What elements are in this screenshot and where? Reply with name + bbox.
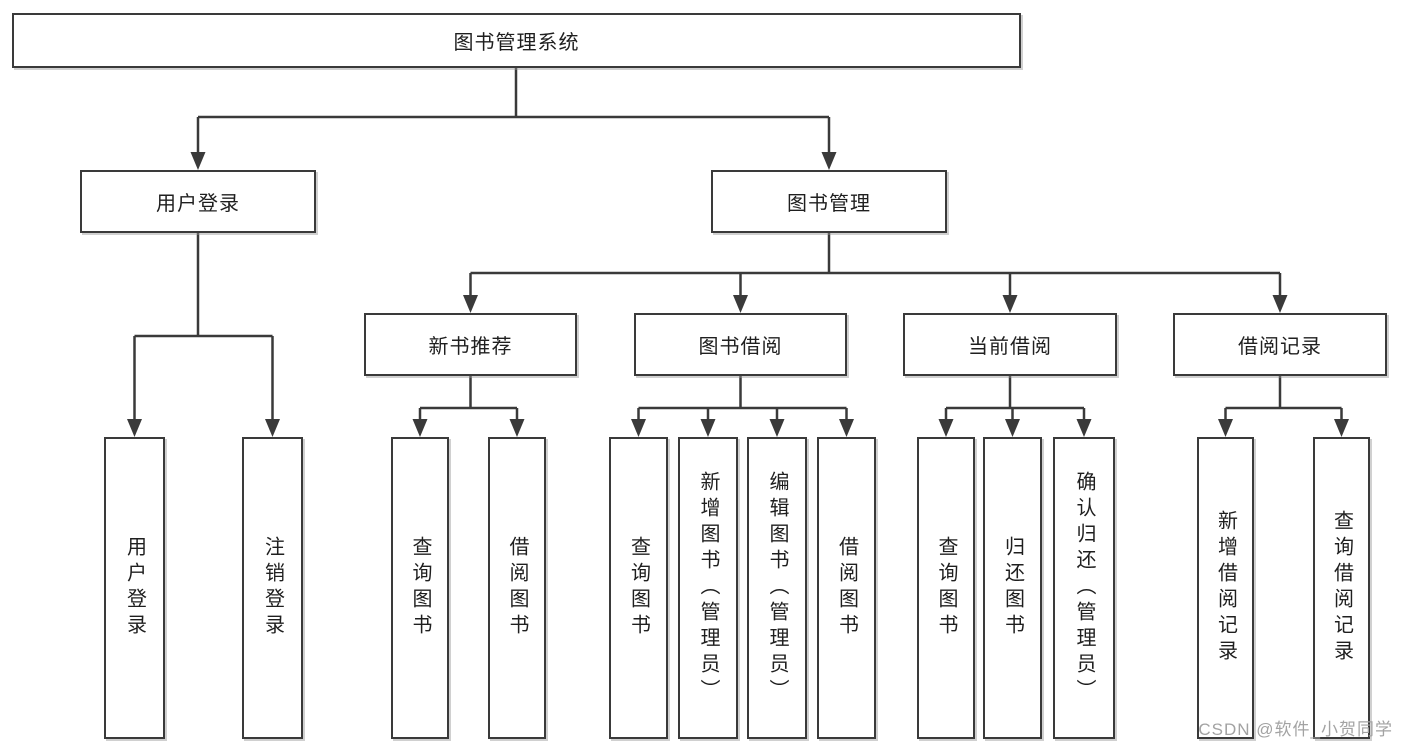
leaf-query-borrow-record: 查询借阅记录	[1313, 437, 1370, 739]
node-borrowing-records-label: 借阅记录	[1238, 336, 1322, 358]
leaf-borrow-borrow-books: 借阅图书	[817, 437, 876, 739]
leaf-add-book-admin-label: 新增图书（管理员）	[697, 471, 719, 705]
leaf-newbook-borrow-books-label: 借阅图书	[506, 536, 528, 640]
leaf-borrow-query-books: 查询图书	[609, 437, 668, 739]
node-book-management-label: 图书管理	[787, 193, 871, 215]
leaf-logout: 注销登录	[242, 437, 303, 739]
leaf-borrow-query-books-label: 查询图书	[627, 536, 650, 640]
leaf-newbook-query-books-label: 查询图书	[409, 536, 431, 640]
node-user-login: 用户登录	[80, 170, 316, 233]
leaf-edit-book-admin-label: 编辑图书（管理员）	[766, 471, 788, 705]
leaf-newbook-query-books: 查询图书	[391, 437, 449, 739]
node-book-management: 图书管理	[711, 170, 947, 233]
leaf-user-login: 用户登录	[104, 437, 165, 739]
node-book-borrowing: 图书借阅	[634, 313, 847, 376]
node-root-library-management-system: 图书管理系统	[12, 13, 1021, 68]
leaf-confirm-return-admin: 确认归还（管理员）	[1053, 437, 1115, 739]
leaf-newbook-borrow-books: 借阅图书	[488, 437, 546, 739]
leaf-add-book-admin: 新增图书（管理员）	[678, 437, 738, 739]
leaf-logout-label: 注销登录	[261, 536, 284, 640]
node-book-borrowing-label: 图书借阅	[698, 336, 783, 358]
node-current-borrowing-label: 当前借阅	[968, 336, 1052, 358]
node-new-book-recommend-label: 新书推荐	[428, 336, 513, 358]
node-borrowing-records: 借阅记录	[1173, 313, 1387, 376]
leaf-user-login-label: 用户登录	[123, 536, 146, 640]
node-current-borrowing: 当前借阅	[903, 313, 1117, 376]
leaf-borrow-borrow-books-label: 借阅图书	[835, 536, 858, 640]
leaf-add-borrow-record-label: 新增借阅记录	[1214, 510, 1237, 666]
csdn-watermark: CSDN @软件_小贺同学	[1198, 720, 1393, 739]
leaf-current-query-books: 查询图书	[917, 437, 975, 739]
node-user-login-label: 用户登录	[156, 193, 240, 215]
leaf-query-borrow-record-label: 查询借阅记录	[1330, 510, 1353, 666]
leaf-return-books-label: 归还图书	[1001, 536, 1024, 640]
leaf-return-books: 归还图书	[983, 437, 1042, 739]
arrowheads	[127, 152, 1349, 437]
node-new-book-recommend: 新书推荐	[364, 313, 577, 376]
leaf-add-borrow-record: 新增借阅记录	[1197, 437, 1254, 739]
leaf-edit-book-admin: 编辑图书（管理员）	[747, 437, 807, 739]
leaf-confirm-return-admin-label: 确认归还（管理员）	[1073, 471, 1095, 705]
leaf-current-query-books-label: 查询图书	[935, 536, 957, 640]
node-root-label: 图书管理系统	[453, 32, 580, 54]
